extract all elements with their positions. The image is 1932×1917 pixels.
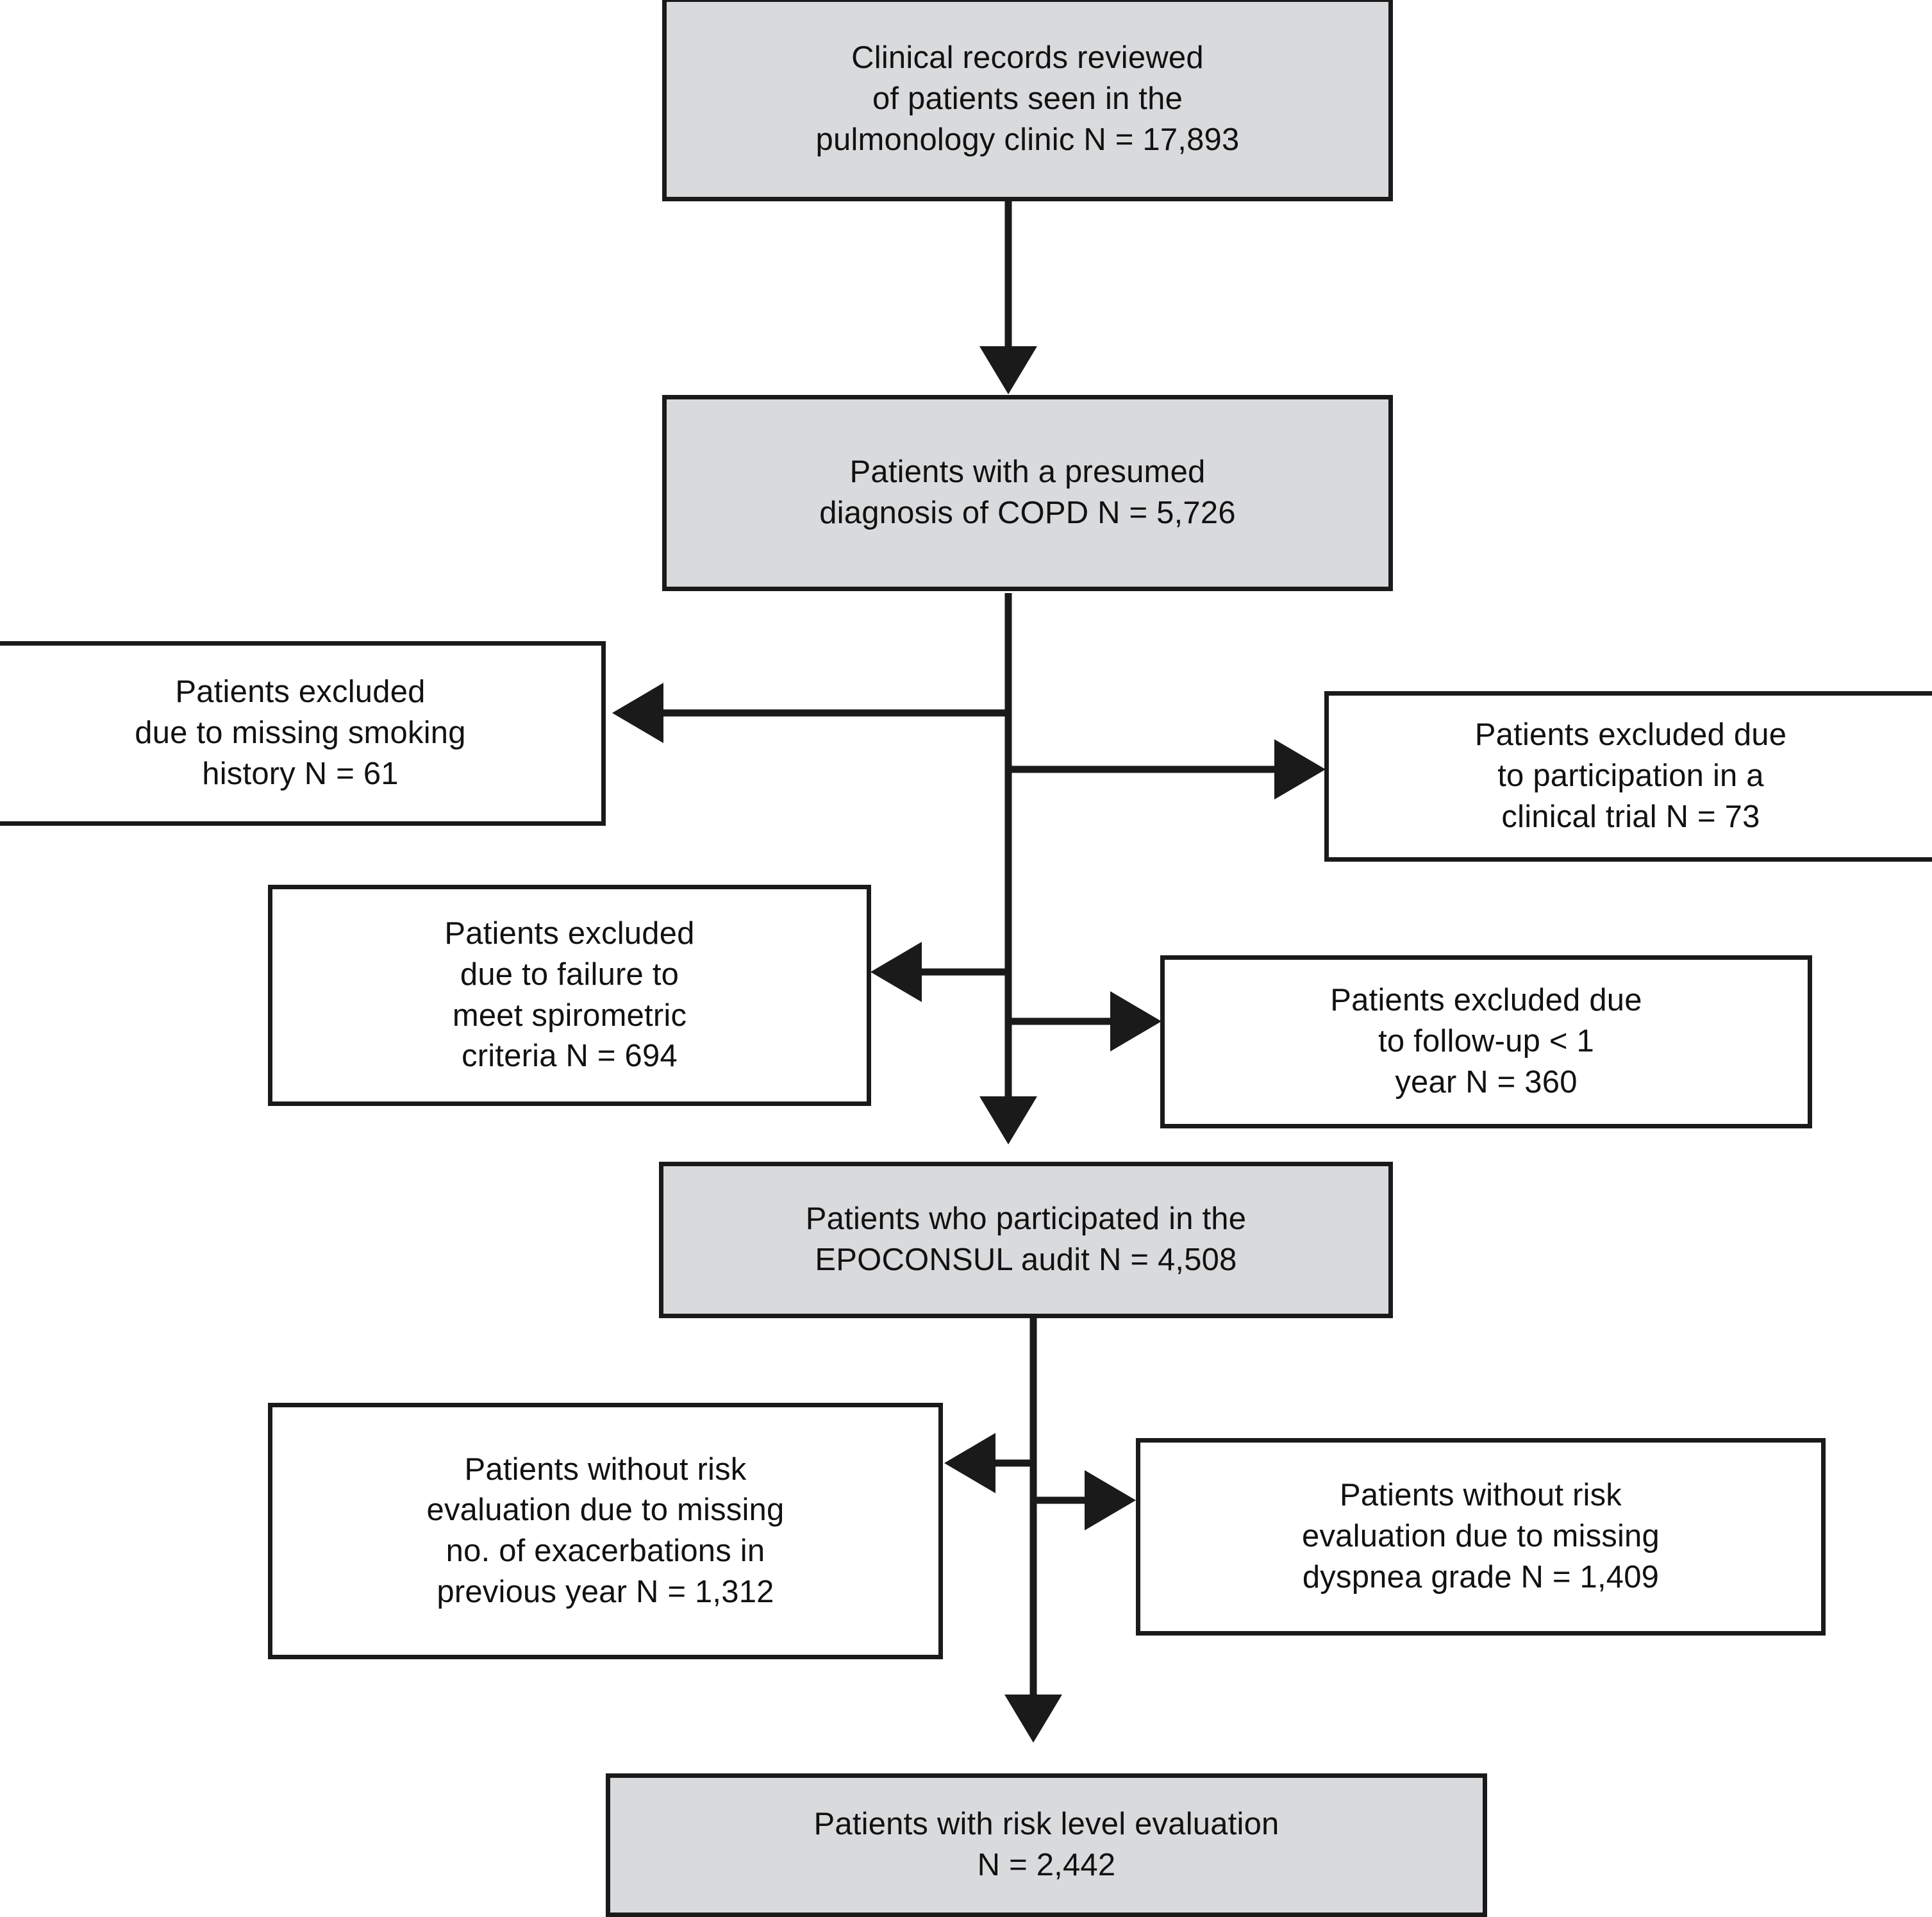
- edge-audit-to-exacerbations: [944, 1433, 1033, 1493]
- edge-copd-to-followup: [1008, 991, 1162, 1051]
- node-no-risk-eval-missing-exacerbations: Patients without risk evaluation due to …: [268, 1403, 943, 1659]
- node-no-risk-eval-missing-dyspnea-label: Patients without risk evaluation due to …: [1302, 1478, 1660, 1595]
- node-clinical-records-reviewed: Clinical records reviewed of patients se…: [662, 0, 1393, 201]
- node-presumed-copd: Patients with a presumed diagnosis of CO…: [662, 395, 1393, 591]
- node-excluded-missing-smoking-history: Patients excluded due to missing smoking…: [0, 641, 606, 826]
- spine-audit-to-final: [1004, 1318, 1062, 1743]
- node-excluded-spirometric-criteria: Patients excluded due to failure to meet…: [268, 885, 871, 1106]
- node-excluded-followup-under-1-year: Patients excluded due to follow-up < 1 y…: [1160, 955, 1812, 1128]
- edge-copd-to-smoking: [612, 683, 1008, 743]
- node-excluded-clinical-trial-label: Patients excluded due to participation i…: [1474, 717, 1787, 834]
- node-clinical-records-reviewed-label: Clinical records reviewed of patients se…: [815, 40, 1240, 157]
- spine-copd-to-audit: [979, 593, 1037, 1144]
- node-no-risk-eval-missing-exacerbations-label: Patients without risk evaluation due to …: [426, 1452, 785, 1609]
- node-patients-with-risk-level-evaluation-label: Patients with risk level evaluation N = …: [813, 1807, 1279, 1882]
- node-excluded-spirometric-criteria-label: Patients excluded due to failure to meet…: [444, 916, 695, 1074]
- node-presumed-copd-label: Patients with a presumed diagnosis of CO…: [819, 455, 1236, 530]
- edge-records-to-copd: [979, 199, 1037, 394]
- node-epoconsul-audit-participants: Patients who participated in the EPOCONS…: [659, 1162, 1393, 1318]
- node-no-risk-eval-missing-dyspnea: Patients without risk evaluation due to …: [1136, 1438, 1826, 1636]
- edge-audit-to-dyspnea: [1033, 1470, 1136, 1530]
- node-patients-with-risk-level-evaluation: Patients with risk level evaluation N = …: [606, 1773, 1487, 1917]
- node-excluded-missing-smoking-history-label: Patients excluded due to missing smoking…: [135, 674, 466, 791]
- node-excluded-followup-under-1-year-label: Patients excluded due to follow-up < 1 y…: [1330, 983, 1642, 1100]
- edge-copd-to-trial: [1008, 739, 1326, 799]
- edge-copd-to-spirometry: [870, 942, 1008, 1002]
- node-epoconsul-audit-participants-label: Patients who participated in the EPOCONS…: [805, 1201, 1247, 1277]
- node-excluded-clinical-trial: Patients excluded due to participation i…: [1324, 691, 1932, 862]
